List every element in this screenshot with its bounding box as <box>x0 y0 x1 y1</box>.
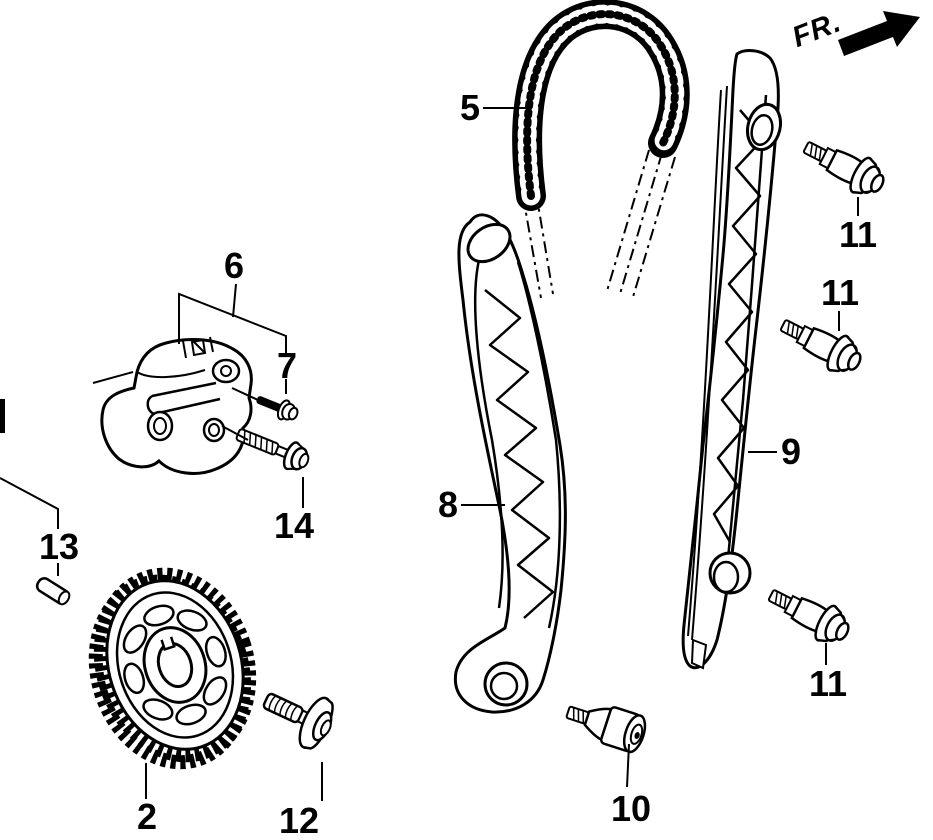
part-callout-6: 6 <box>223 245 245 286</box>
part-callout-11-lower: 11 <box>808 663 848 704</box>
part-callout-9: 9 <box>780 431 802 472</box>
part-callout-12: 12 <box>278 800 320 840</box>
part-callout-2: 2 <box>136 796 158 837</box>
curved-chain-guide-drawing <box>453 213 567 714</box>
guide-flange-bolt-upper-drawing <box>796 128 892 204</box>
guide-pivot-bolt-drawing <box>565 705 647 754</box>
fr-direction-arrow-icon <box>838 11 920 56</box>
tensioner-mounting-bolt-drawing <box>235 428 310 471</box>
part-callout-8: 8 <box>437 484 459 525</box>
dowel-pin-drawing <box>35 577 71 606</box>
part-callout-13: 13 <box>38 526 80 567</box>
tensioner-small-bolt-drawing <box>256 396 299 421</box>
part-callout-7: 7 <box>276 345 298 386</box>
leader-lines <box>0 107 859 801</box>
guide-flange-bolt-middle-drawing <box>773 306 869 382</box>
part-callout-11-middle: 11 <box>820 272 860 313</box>
straight-chain-guide-drawing <box>681 49 782 670</box>
gear-washer-bolt-drawing <box>262 692 334 750</box>
part-callout-14: 14 <box>273 505 315 546</box>
phantom-chain-lines <box>522 149 676 299</box>
guide-flange-bolt-lower-drawing <box>761 576 857 652</box>
left-edge-partial-line <box>0 399 5 433</box>
tensioner-assembly-drawing <box>100 336 253 475</box>
timing-gear-drawing <box>88 567 257 770</box>
part-callout-11-upper: 11 <box>838 214 878 255</box>
cam-chain-drawing <box>512 0 690 211</box>
part-callout-5: 5 <box>459 87 481 128</box>
part-callout-10: 10 <box>610 788 652 829</box>
